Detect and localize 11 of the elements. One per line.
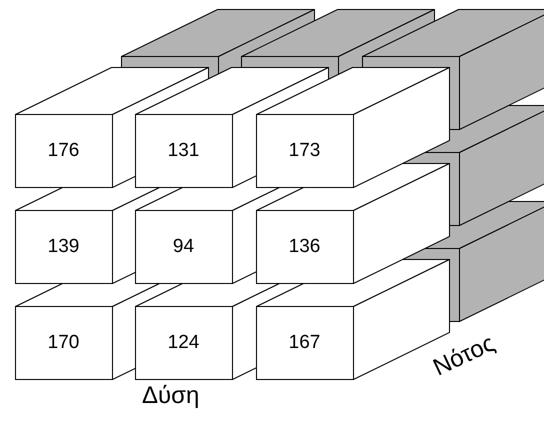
cell-value: 170	[48, 332, 80, 354]
cell-value: 139	[48, 236, 80, 258]
cell-value: 176	[48, 140, 80, 162]
cell-value: 173	[288, 140, 320, 162]
axis-label: Νότος	[429, 330, 500, 382]
axis-label: Δύση	[142, 382, 200, 410]
cell-value: 136	[288, 236, 320, 258]
cell-value: 124	[168, 332, 200, 354]
cell-value: 167	[288, 332, 320, 354]
cell-value: 94	[172, 236, 194, 258]
cell-value: 131	[168, 140, 200, 162]
